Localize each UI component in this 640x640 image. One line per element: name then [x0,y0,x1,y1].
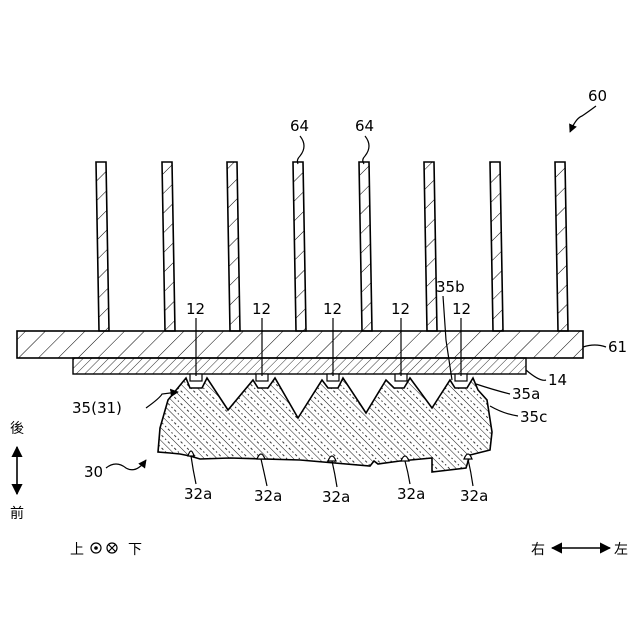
label-substrate: 14 [548,371,567,389]
label-lens-bump: 32a [460,487,488,505]
leader-64b [363,136,369,164]
label-front: 前 [10,505,24,522]
leader-32a-5 [468,459,473,486]
orientation-up-down: 上 下 [70,542,142,558]
label-left: 左 [614,542,628,558]
label-lens-unit: 30 [84,463,103,481]
leader-60 [570,106,596,132]
label-fin: 64 [355,117,374,135]
into-page-cross [109,545,116,552]
label-led: 12 [252,300,271,318]
label-led: 12 [186,300,205,318]
label-lens-bump: 32a [184,485,212,503]
label-lens-bump: 32a [397,485,425,503]
label-down: 下 [128,542,142,558]
label-lens-side-c: 35c [520,408,547,426]
led-chips [190,374,467,381]
label-led: 12 [391,300,410,318]
leader-32a-1 [191,456,196,484]
leader-32a-3 [332,461,337,487]
orientation-back-front: 後 前 [10,421,24,522]
substrate [73,358,526,374]
label-lens-bump: 32a [322,488,350,506]
label-lens-bump: 32a [254,487,282,505]
heatsink [17,162,583,358]
label-led: 12 [452,300,471,318]
base-plate [17,331,583,358]
leader-32a-4 [405,461,410,484]
leader-64a [297,136,304,164]
label-lens-bottom: 35b [436,278,465,296]
leader-30 [106,460,146,470]
lens-body [158,378,492,472]
leader-61 [583,345,606,347]
label-base-plate: 61 [608,338,627,356]
label-lens-side-a: 35a [512,385,540,403]
leader-35c [490,406,518,416]
leader-14 [526,370,546,380]
label-fin: 64 [290,117,309,135]
out-of-page-dot [94,546,98,550]
label-holder: 35(31) [72,399,122,417]
label-up: 上 [70,542,84,558]
label-right: 右 [531,542,545,558]
label-assembly: 60 [588,87,607,105]
orientation-right-left: 右 左 [531,542,628,558]
label-led: 12 [323,300,342,318]
label-back: 後 [10,421,24,437]
leader-32a-2 [261,459,267,486]
